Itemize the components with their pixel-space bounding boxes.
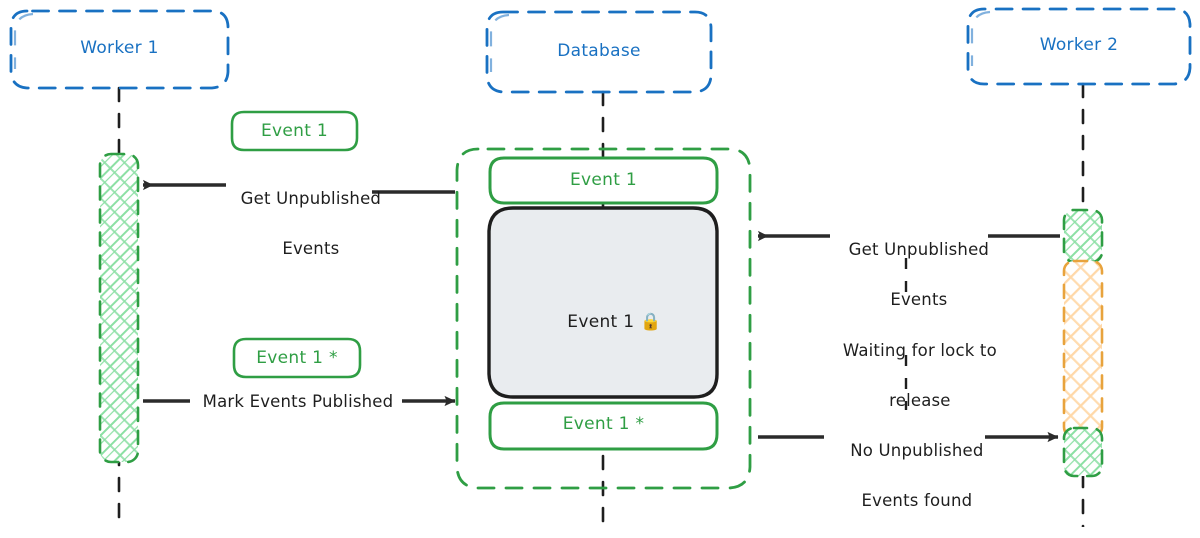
msg-label-get-unpublished-events-worker1: Get Unpublished Events <box>200 161 400 286</box>
msg-line-1: Get Unpublished <box>848 240 990 259</box>
msg-line-1: Waiting for lock to <box>842 341 997 360</box>
msg-line-2: Events found <box>861 491 973 510</box>
actor-box-worker-2[interactable] <box>966 7 1192 86</box>
note-box-event-1-star[interactable] <box>232 337 362 379</box>
actor-label-database: Database <box>557 41 641 61</box>
arrow-get-unpublished-events-worker1 <box>143 179 455 194</box>
diagram-vector-layer <box>9 7 1192 527</box>
actor-box-database[interactable] <box>485 10 713 94</box>
actor-label-worker-2: Worker 2 <box>1039 35 1119 55</box>
locked-record-label: Event 1 🔒 <box>489 292 717 352</box>
activation-bar-worker-2-bottom <box>1062 426 1104 478</box>
db-record-box-event-1[interactable] <box>488 156 719 205</box>
locked-record-text: Event 1 <box>567 312 635 332</box>
msg-line-1: No Unpublished <box>850 441 984 460</box>
sequence-diagram-canvas: Worker 1 Database Worker 2 Event 1 Event… <box>9 7 1192 527</box>
locked-record-box[interactable] <box>487 206 719 399</box>
msg-line-2: Events <box>890 290 948 309</box>
msg-label-mark-events-published: Mark Events Published <box>202 392 394 411</box>
note-label-waiting-for-lock: Waiting for lock to release <box>806 313 1012 438</box>
lock-icon: 🔒 <box>640 312 662 332</box>
db-record-box-event-1-star[interactable] <box>488 401 719 451</box>
db-record-label-event-1: Event 1 <box>569 170 638 190</box>
note-box-event-1[interactable] <box>230 110 359 152</box>
msg-line-1: Get Unpublished <box>240 189 382 208</box>
actor-box-worker-1[interactable] <box>9 9 230 90</box>
activation-bar-worker-2-waiting <box>1062 259 1104 439</box>
activation-bar-worker-1 <box>98 152 140 464</box>
note-label-event-1: Event 1 <box>260 121 329 141</box>
activation-bar-worker-2-top <box>1062 208 1104 264</box>
database-group-container <box>455 147 752 490</box>
msg-line-2: release <box>889 391 951 410</box>
db-record-label-event-1-star: Event 1 * <box>562 414 645 434</box>
note-label-event-1-star: Event 1 * <box>256 348 338 368</box>
msg-line-2: Events <box>282 239 340 258</box>
msg-label-no-unpublished-events-found: No Unpublished Events found <box>806 413 1006 538</box>
msg-label-get-unpublished-events-worker2: Get Unpublished Events <box>808 212 1008 337</box>
actor-label-worker-1: Worker 1 <box>80 38 159 58</box>
